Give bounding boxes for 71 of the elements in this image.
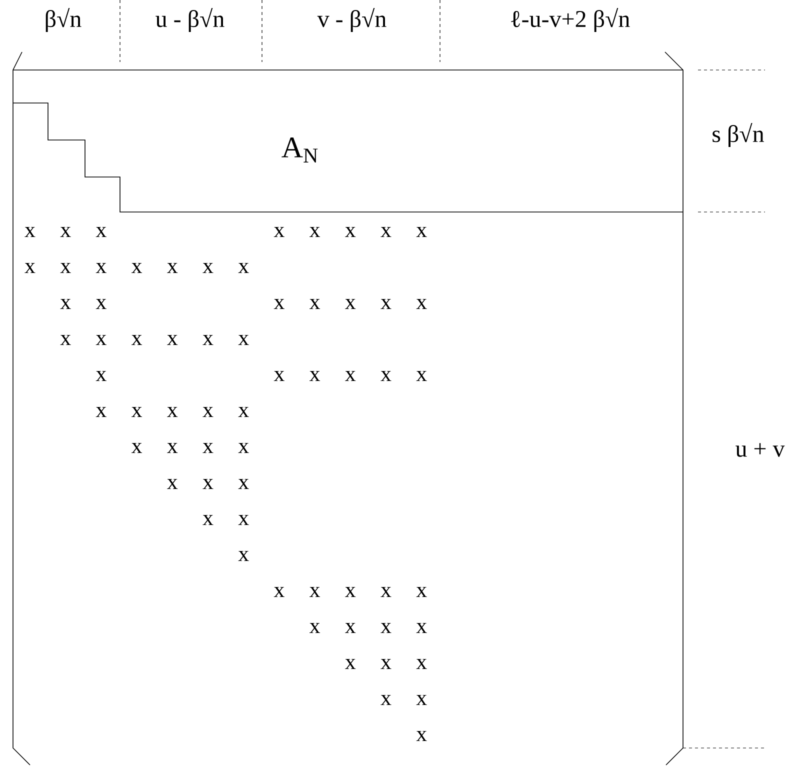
matrix-entry: x (345, 622, 356, 634)
matrix-entry: x (132, 334, 142, 346)
matrix-entry: x (238, 334, 249, 346)
matrix-entry: x (310, 622, 320, 634)
dimension-label: s β√n (712, 122, 764, 148)
matrix-entry: x (202, 478, 214, 490)
matrix-entry: x (416, 226, 427, 238)
matrix-entry: x (202, 262, 214, 274)
matrix-entry: x (345, 298, 356, 310)
matrix-entry: x (202, 442, 214, 454)
dimension-label: u + v (736, 443, 785, 457)
matrix-entry: x (416, 622, 427, 634)
matrix-entry: x (416, 298, 427, 310)
matrix-entry: x (380, 370, 392, 382)
matrix-entry: x (416, 694, 427, 706)
matrix-entry: x (60, 334, 71, 346)
matrix-entry: x (96, 334, 106, 346)
matrix-entry: x (380, 622, 392, 634)
matrix-entry: x (345, 370, 356, 382)
matrix-entry: x (24, 226, 36, 238)
matrix-entry: x (310, 226, 320, 238)
matrix-entry: x (167, 478, 178, 490)
matrix-entry: x (238, 514, 249, 526)
block-label: A$_{N}$ (282, 138, 318, 162)
matrix-entry: x (132, 262, 142, 274)
matrix-entry: x (345, 226, 356, 238)
matrix-entry: x (416, 586, 427, 598)
matrix-entry: x (310, 298, 320, 310)
matrix-entry: x (416, 370, 427, 382)
matrix-entry: x (345, 658, 356, 670)
matrix-entry: x (238, 406, 249, 418)
matrix-entry: x (380, 226, 392, 238)
dimension-label: ℓ-u-v+2 β√n (511, 8, 630, 32)
matrix-entry: x (132, 406, 142, 418)
matrix-entry: x (96, 262, 106, 274)
matrix-entry: x (380, 298, 392, 310)
matrix-entry: x (238, 442, 249, 454)
dimension-label: β√n (46, 8, 82, 32)
matrix-entry: x (202, 406, 214, 418)
matrix-entry: x (96, 406, 106, 418)
matrix-entry: x (310, 586, 320, 598)
matrix-entry: x (274, 298, 284, 310)
matrix-entry: x (238, 550, 249, 562)
matrix-entry: x (310, 370, 320, 382)
matrix-entry: x (238, 478, 249, 490)
matrix-entry: x (238, 262, 249, 274)
matrix-entry: x (345, 586, 356, 598)
matrix-entry: x (167, 442, 178, 454)
matrix-entry: x (167, 406, 178, 418)
matrix-entry: x (380, 694, 392, 706)
matrix-entry: x (167, 334, 178, 346)
matrix-entry: x (202, 334, 214, 346)
matrix-entry: x (202, 514, 214, 526)
matrix-entry: x (167, 262, 178, 274)
matrix-entry: x (380, 658, 392, 670)
matrix-entry: x (380, 586, 392, 598)
matrix-entry: x (416, 658, 427, 670)
matrix-entry: x (274, 226, 284, 238)
matrix-entry: x (274, 586, 284, 598)
dimension-label: u - β√n (156, 8, 224, 32)
matrix-entry: x (96, 370, 106, 382)
matrix-entry: x (96, 298, 106, 310)
matrix-entry: x (60, 262, 71, 274)
matrix-entry: x (60, 298, 71, 310)
matrix-entry: x (416, 730, 427, 742)
matrix-entry: x (274, 370, 284, 382)
matrix-entry: x (60, 226, 71, 238)
matrix-entry: x (24, 262, 36, 274)
matrix-entry: x (96, 226, 106, 238)
matrix-entry: x (132, 442, 142, 454)
dimension-label: v - β√n (317, 8, 386, 32)
